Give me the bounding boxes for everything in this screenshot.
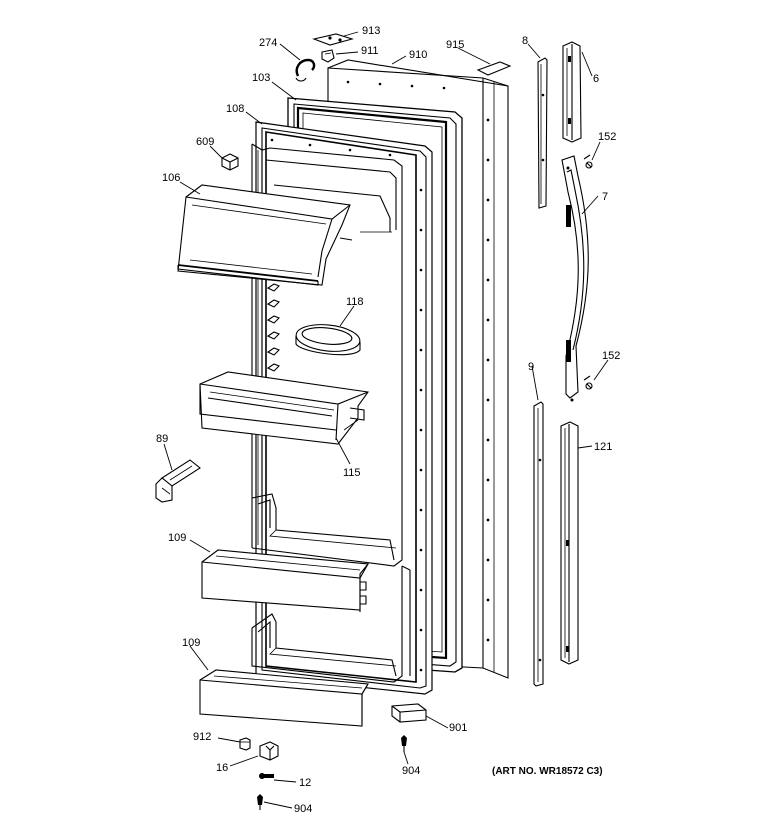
callout-106: 106 [162, 172, 180, 184]
callout-912: 912 [193, 731, 211, 743]
part-118 [295, 324, 361, 356]
callout-904-right: 904 [402, 765, 420, 777]
handle-7 [561, 155, 589, 402]
screw-152-bottom [583, 375, 593, 390]
part-901 [391, 703, 427, 723]
callout-901: 901 [449, 722, 467, 734]
part-89 [155, 459, 201, 503]
leader-lines [163, 31, 609, 809]
handle-trim-9 [533, 401, 544, 687]
cam-911 [321, 49, 335, 63]
handle-cap-6 [562, 41, 582, 143]
cover-915 [476, 61, 512, 76]
callout-115: 115 [343, 467, 361, 479]
callout-152-bottom: 152 [602, 350, 620, 362]
callout-910: 910 [409, 49, 427, 61]
part-609 [221, 153, 239, 171]
part-16 [259, 741, 279, 761]
callout-911: 911 [361, 45, 379, 57]
callout-labels: 913 274 911 910 915 8 6 103 108 609 106 … [156, 25, 620, 815]
callout-274: 274 [259, 37, 277, 49]
part-12 [259, 773, 274, 779]
callout-7: 7 [602, 191, 608, 203]
screw-152-top [583, 154, 593, 169]
callout-121: 121 [594, 441, 612, 453]
liner-screw-holes [270, 138, 423, 672]
callout-16: 16 [216, 762, 228, 774]
callout-89: 89 [156, 433, 168, 445]
top-cover-913 [312, 33, 354, 46]
handle-cap-121 [560, 421, 579, 665]
callout-109-upper: 109 [168, 532, 186, 544]
callout-118: 118 [346, 296, 364, 308]
bin-109-upper [201, 549, 370, 612]
callout-609: 609 [196, 136, 214, 148]
handle-trim-8 [537, 57, 548, 209]
callout-8: 8 [522, 35, 528, 47]
callout-904-left: 904 [294, 803, 312, 815]
callout-103: 103 [252, 72, 270, 84]
dairy-compartment-106 [177, 184, 353, 286]
wire-harness-274 [295, 58, 316, 82]
callout-913: 913 [362, 25, 380, 37]
screw-904-right [401, 735, 407, 752]
callout-108: 108 [226, 103, 244, 115]
shelf-pegs [266, 283, 280, 372]
part-912 [239, 737, 251, 751]
callout-915: 915 [446, 39, 464, 51]
shelf-115 [199, 371, 369, 445]
shell-screw-holes [346, 80, 490, 642]
art-number: (ART NO. WR18572 C3) [492, 766, 603, 777]
bin-109-lower [199, 669, 369, 727]
callout-152-top: 152 [598, 131, 616, 143]
callout-6: 6 [593, 73, 599, 85]
screw-904-left [257, 794, 263, 810]
callout-109-lower: 109 [182, 637, 200, 649]
callout-12: 12 [299, 777, 311, 789]
callout-9: 9 [528, 361, 534, 373]
